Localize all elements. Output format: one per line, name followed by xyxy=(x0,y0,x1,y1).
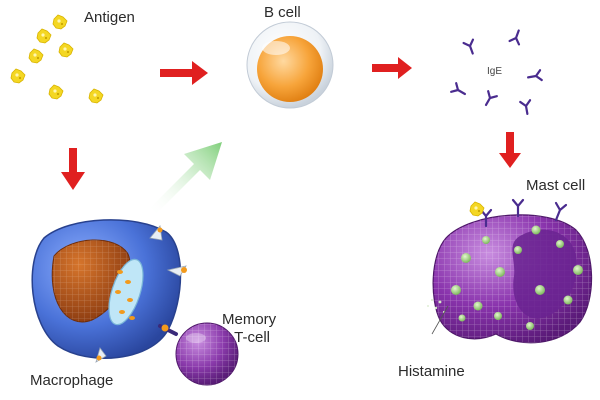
macrophage xyxy=(31,219,187,363)
b-cell xyxy=(246,21,334,109)
arrow-antigen-to-bcell xyxy=(160,61,208,85)
ige-antibody xyxy=(480,90,498,109)
mast-cell-granules xyxy=(451,225,583,330)
antigen-cluster xyxy=(10,14,104,104)
antigen-particle xyxy=(10,68,26,84)
ige-antibody xyxy=(450,82,469,100)
bound-antigen xyxy=(469,201,485,217)
ige-antibody xyxy=(526,69,543,84)
ige-antibody xyxy=(519,99,534,116)
memory-t-cell xyxy=(175,322,239,386)
antigen-particle xyxy=(48,84,64,100)
macrophage-receptor xyxy=(166,265,187,277)
arrow-macrophage-to-bcell xyxy=(150,142,222,214)
label-memory-t-cell-line2: T-cell xyxy=(234,329,270,346)
label-memory-t-cell: Memory T-cell xyxy=(222,311,276,347)
macrophage-receptor xyxy=(95,347,107,363)
arrow-antigen-to-macrophage xyxy=(61,148,85,190)
bound-ige-receptors xyxy=(469,198,568,228)
antigen-particle xyxy=(52,14,68,30)
macrophage-receptor xyxy=(149,225,163,241)
label-ige: IgE xyxy=(487,66,503,77)
arrow-bcell-to-ige xyxy=(372,57,412,79)
histamine-pointer xyxy=(431,305,449,335)
mast-cell xyxy=(427,198,593,344)
antigen-particle xyxy=(88,88,104,104)
label-histamine: Histamine xyxy=(398,363,465,380)
label-b-cell: B cell xyxy=(264,4,301,21)
ige-antibody xyxy=(508,27,525,46)
label-mast-cell: Mast cell xyxy=(526,177,586,194)
ige-antibody xyxy=(462,38,479,57)
arrow-ige-to-mastcell xyxy=(499,132,521,168)
antigen-particle xyxy=(28,48,44,64)
antigen-particle xyxy=(36,28,52,44)
label-macrophage: Macrophage xyxy=(30,372,114,389)
histamine-release xyxy=(427,299,446,314)
antigen-particle xyxy=(58,42,74,58)
antigen-presentation-complex xyxy=(158,324,178,336)
label-memory-t-cell-line1: Memory xyxy=(222,311,277,328)
label-antigen: Antigen xyxy=(84,9,135,26)
